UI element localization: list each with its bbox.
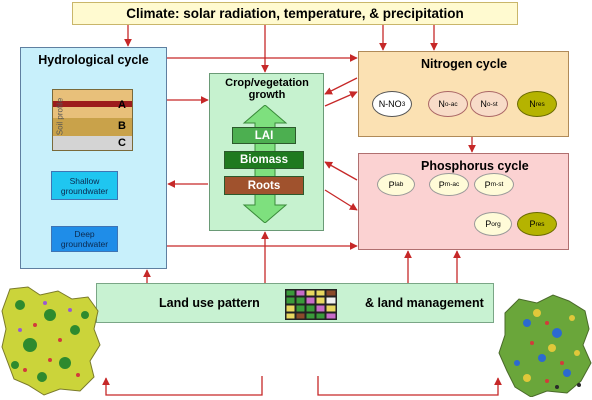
lai-bar: LAI (232, 127, 296, 144)
phosphorus-title: Phosphorus cycle (421, 159, 529, 173)
horizon-c-label: C (118, 137, 126, 149)
horizon-b-label: B (118, 120, 126, 132)
land-management-label: & land management (365, 296, 484, 310)
deep-groundwater-box: Deep groundwater (51, 226, 118, 252)
roots-bar: Roots (224, 176, 304, 195)
climate-label: Climate: solar radiation, temperature, &… (126, 6, 464, 21)
biomass-bar: Biomass (224, 151, 304, 169)
land-use-label: Land use pattern (159, 296, 260, 310)
nitrogen-title: Nitrogen cycle (421, 57, 508, 71)
climate-box: Climate: solar radiation, temperature, &… (72, 2, 518, 25)
horizon-a-label: A (118, 99, 126, 111)
land-use-grid-image (285, 289, 337, 320)
right-watershed-map (498, 294, 592, 397)
shallow-groundwater-box: Shallow groundwater (51, 171, 118, 200)
left-watershed-map (1, 286, 101, 396)
crop-title: Crop/vegetation growth (225, 77, 309, 101)
soil-profile-label: Soil profile (55, 97, 65, 136)
hydro-title: Hydrological cycle (38, 53, 149, 67)
soil-profile: Soil profile A B C (52, 89, 133, 151)
